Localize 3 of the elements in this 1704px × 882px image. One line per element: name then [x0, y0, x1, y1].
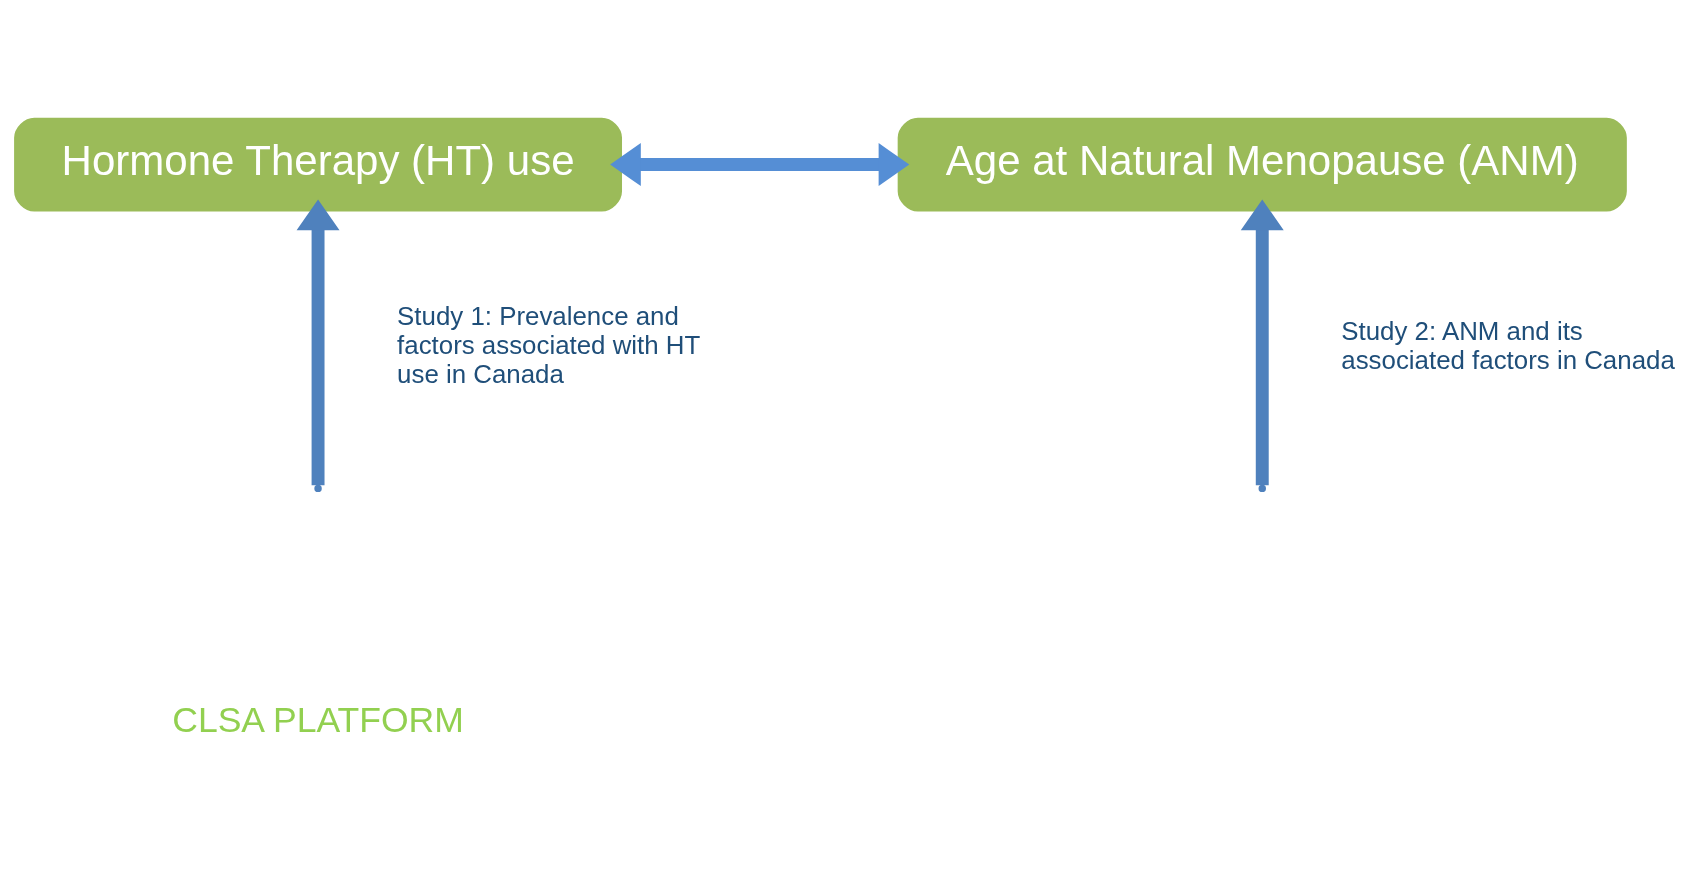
- label: CLSA PLATFORM: [172, 699, 464, 740]
- edge-label: Study 2: ANM and its associated factors in Canada: [1341, 316, 1675, 374]
- edge-label: Study 1: Prevalence and factors associated with HT use in Canada: [397, 301, 701, 388]
